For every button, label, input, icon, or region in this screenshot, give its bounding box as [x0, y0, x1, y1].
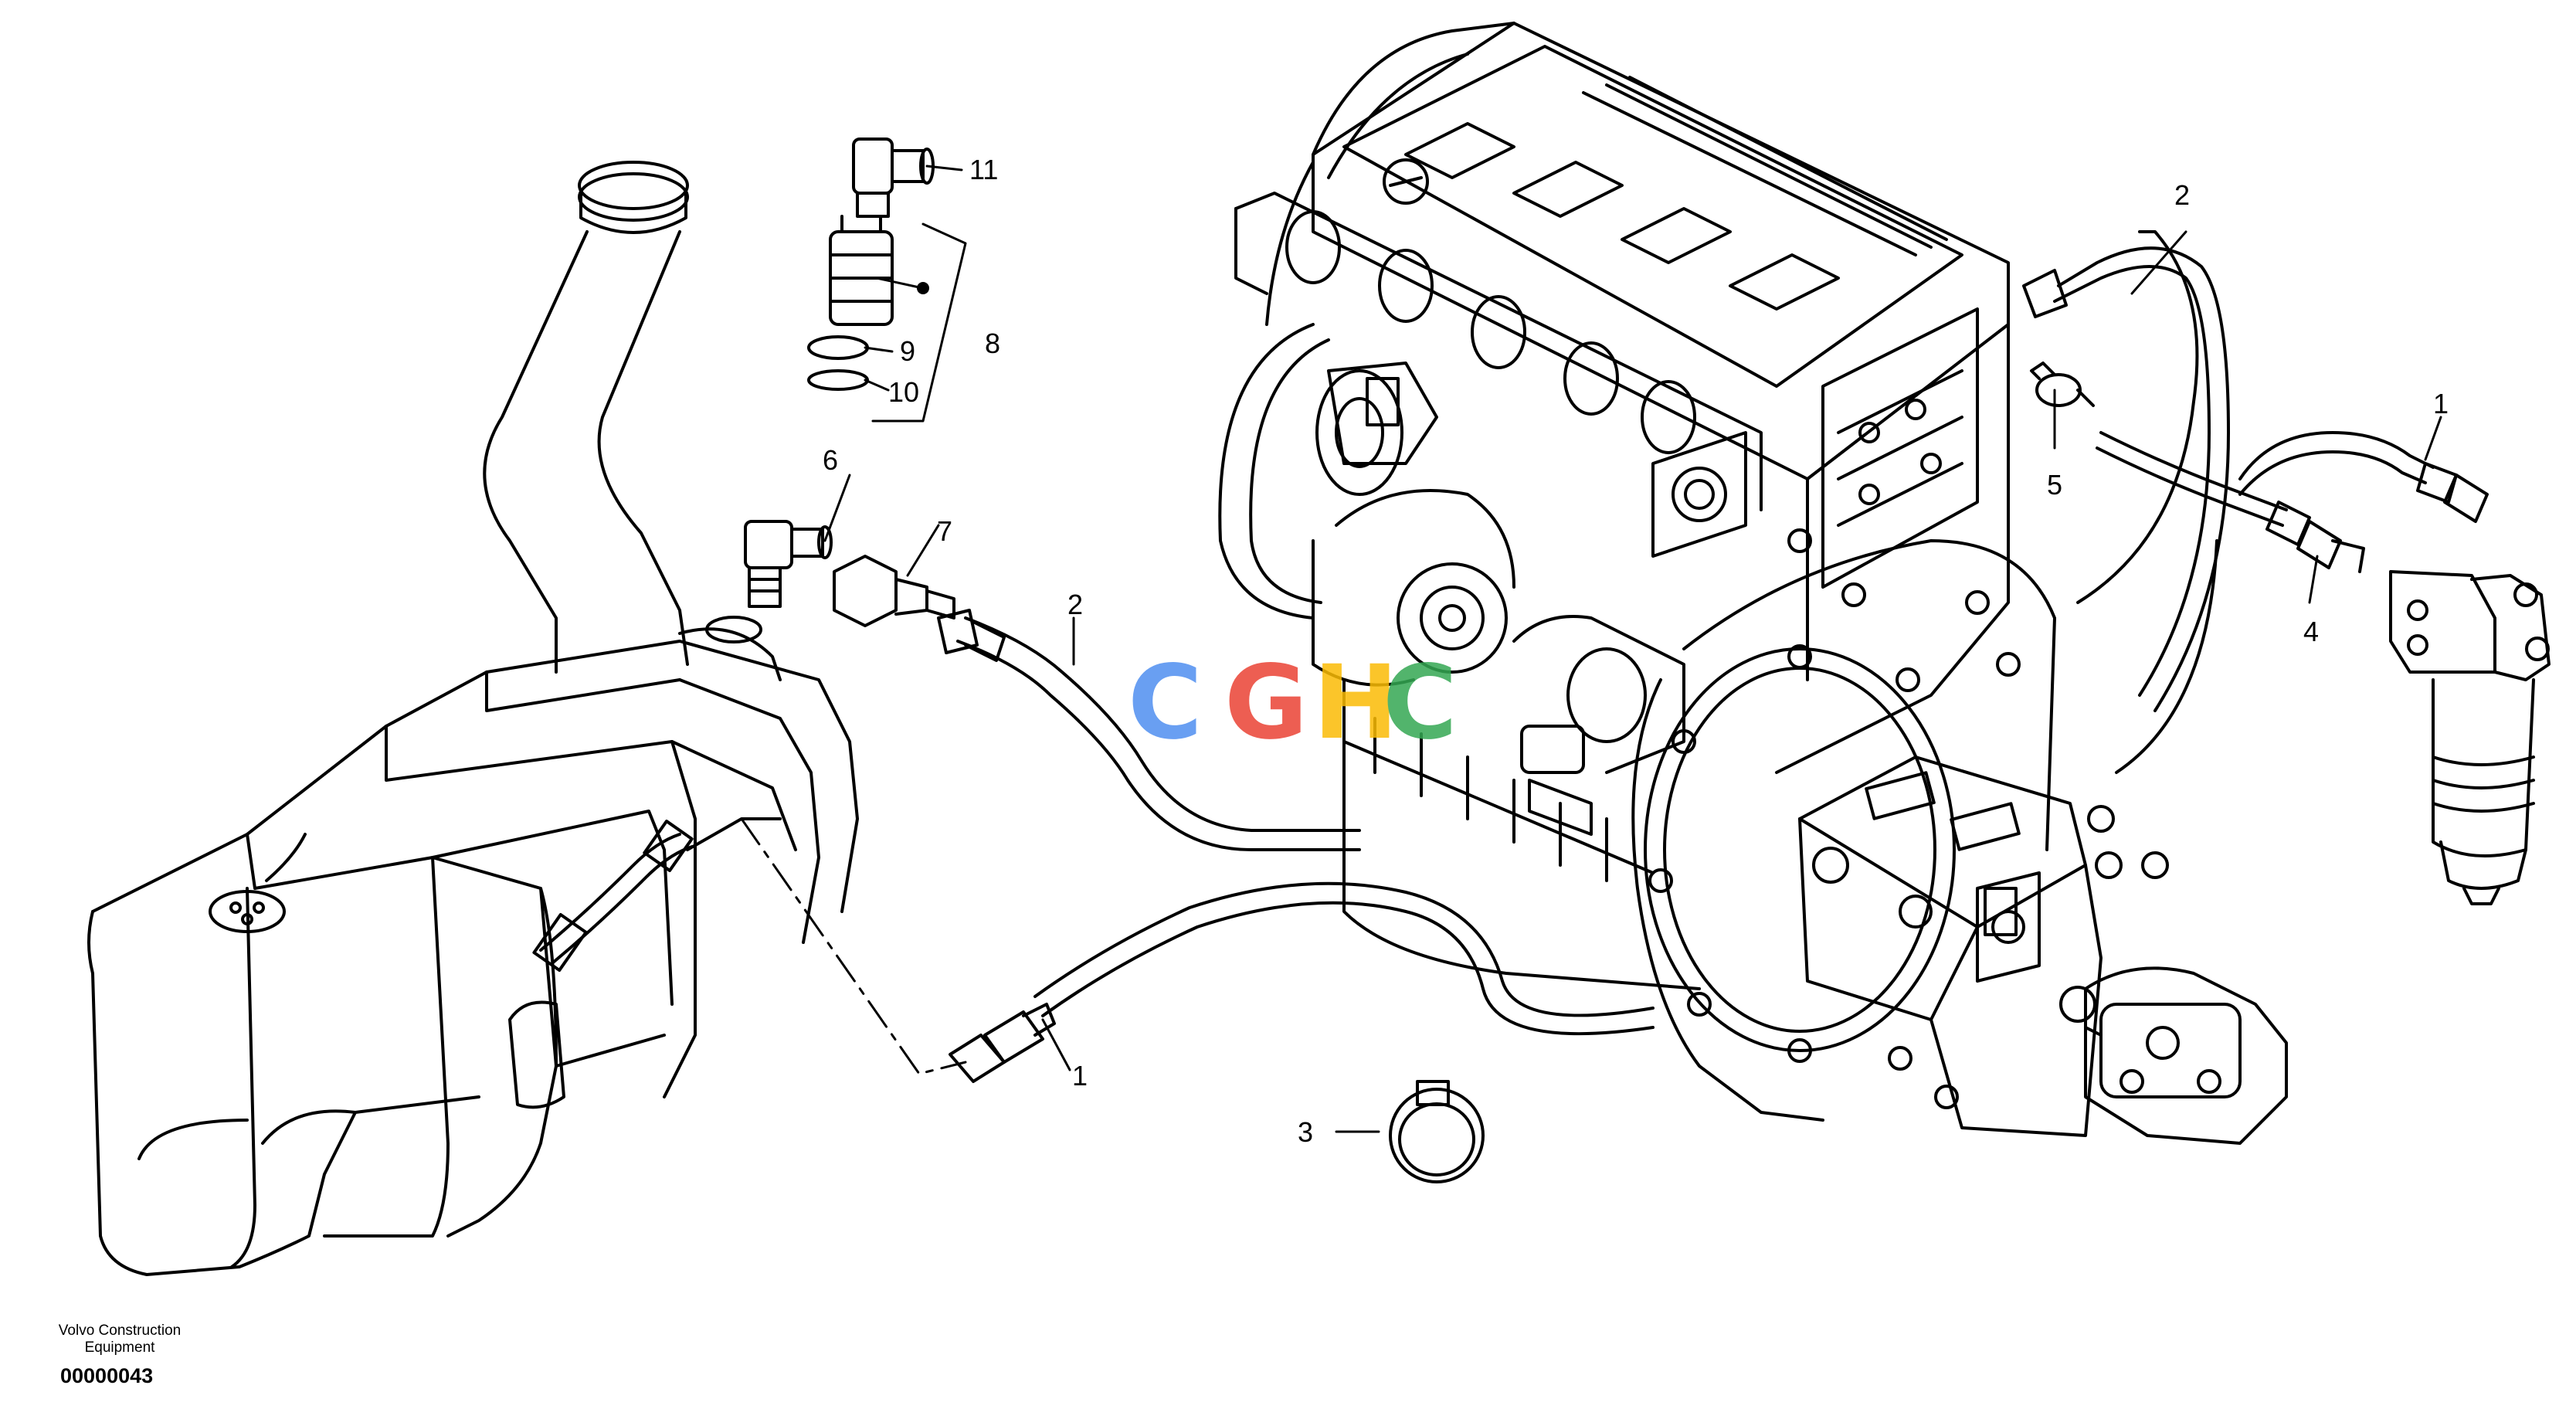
callout-2-left: 2: [1067, 589, 1083, 620]
leader-lines: [823, 165, 2442, 1133]
watermark-letter-3: H: [1313, 643, 1398, 762]
callout-10: 10: [888, 376, 919, 408]
engine: [1218, 22, 2010, 990]
fuel-tank: [87, 161, 859, 1276]
watermark-letter-4: C: [1383, 643, 1458, 762]
callout-11: 11: [969, 154, 998, 185]
brand-line-2: Equipment: [84, 1339, 155, 1356]
callout-7: 7: [937, 515, 952, 547]
watermark-logo: C G H C: [1128, 643, 1458, 762]
watermark-letter-1: C: [1128, 643, 1203, 762]
document-number: 00000043: [60, 1364, 154, 1387]
brand-label: Volvo Construction Equipment: [39, 1322, 201, 1356]
callout-1-right: 1: [2433, 388, 2449, 419]
callout-5: 5: [2047, 469, 2062, 501]
callout-2-right: 2: [2174, 179, 2190, 211]
callout-8: 8: [985, 328, 1000, 359]
callout-labels: 11 8 9 10 6 7 2 1 3 2 5 4 1: [823, 154, 2449, 1148]
hose-right: [2096, 431, 2489, 573]
hose-clamp: [1389, 1080, 1485, 1183]
hose-2-left: [937, 609, 1361, 851]
watermark-letter-2: G: [1224, 643, 1308, 762]
callout-9: 9: [900, 335, 915, 367]
valve-assembly: [744, 138, 967, 627]
brand-line-1: Volvo Construction: [58, 1322, 182, 1339]
callout-3: 3: [1298, 1116, 1313, 1148]
callout-6: 6: [823, 444, 838, 476]
hose-1-left: [949, 881, 1655, 1083]
hose-2-right: [2022, 246, 2230, 712]
hydraulic-pump: [1631, 230, 2288, 1145]
fuel-filter: [2389, 570, 2551, 905]
callout-1-left: 1: [1072, 1060, 1088, 1092]
callout-4: 4: [2303, 616, 2319, 647]
center-line: [740, 817, 967, 1075]
